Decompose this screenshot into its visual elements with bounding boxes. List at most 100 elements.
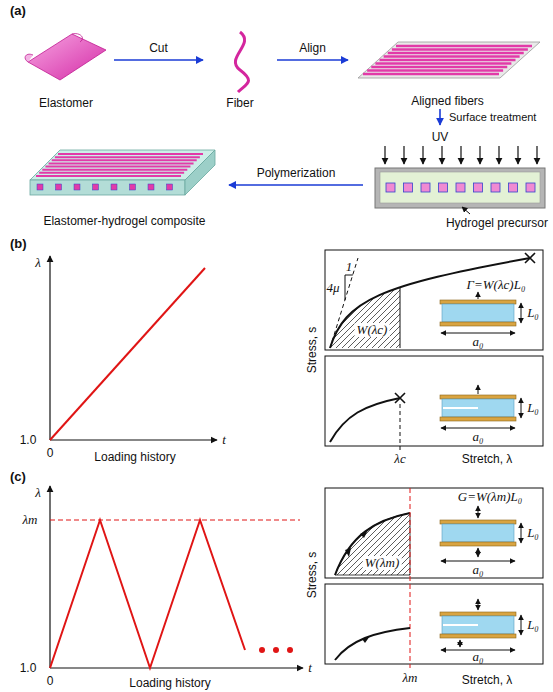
uv-arrows bbox=[498, 146, 499, 164]
aligned-fibers bbox=[363, 73, 499, 75]
process-step: Elastomer bbox=[20, 26, 112, 110]
max-stretch-line bbox=[410, 488, 411, 668]
math-label: a₀ bbox=[472, 335, 483, 349]
math-label: a₀ bbox=[472, 650, 483, 664]
process-arrow bbox=[277, 59, 348, 61]
uv-arrows bbox=[441, 146, 442, 164]
hydrogel-tray bbox=[375, 168, 545, 208]
math-label: λm bbox=[402, 671, 417, 685]
composite-slab bbox=[45, 166, 190, 168]
math-label: λ bbox=[35, 486, 41, 500]
panel-letter: (b) bbox=[10, 237, 27, 251]
inset-dimensions bbox=[460, 640, 461, 647]
math-label: L₀ bbox=[527, 401, 539, 415]
hydrogel-tray bbox=[456, 183, 465, 192]
composite-slab bbox=[52, 159, 197, 161]
math-label: a₀ bbox=[472, 563, 483, 577]
composite-slab bbox=[130, 184, 136, 190]
composite-slab bbox=[30, 180, 185, 195]
composite-slab bbox=[42, 169, 187, 171]
math-label: W(λm) bbox=[363, 556, 402, 570]
math-label: λm bbox=[22, 513, 37, 527]
inset-dimensions bbox=[521, 303, 522, 323]
axis-label: 1.0 bbox=[20, 661, 37, 675]
composite-slab bbox=[111, 184, 117, 190]
hydrogel-tray bbox=[380, 172, 540, 203]
slope-triangle bbox=[345, 275, 353, 300]
math-label: G=W(λm)L₀ bbox=[458, 490, 522, 504]
hydrogel-tray bbox=[439, 183, 448, 192]
elastomer-sheet bbox=[72, 34, 82, 42]
math-label: 1 bbox=[346, 260, 353, 274]
axis-label: Stretch, λ bbox=[462, 452, 513, 466]
composite-slab bbox=[36, 175, 181, 177]
aligned-fibers bbox=[375, 62, 511, 64]
axis-label: Stretch, λ bbox=[462, 673, 513, 687]
step-action: Polymerization bbox=[256, 166, 337, 180]
composite-slab bbox=[49, 162, 194, 164]
curve-arrow bbox=[362, 636, 370, 643]
critical-stretch-line bbox=[400, 404, 401, 450]
aligned-fibers bbox=[384, 55, 520, 57]
sample-inset bbox=[440, 395, 516, 421]
hatched-area bbox=[330, 258, 400, 348]
stress-curve bbox=[335, 513, 410, 575]
axis-label: 0 bbox=[47, 446, 54, 460]
aligned-fibers bbox=[358, 42, 540, 78]
hatch-boundary bbox=[400, 287, 401, 348]
step-label: Elastomer bbox=[39, 96, 93, 110]
panel-letter: (c) bbox=[10, 470, 26, 484]
uv-arrows bbox=[384, 146, 385, 164]
composite-slab bbox=[58, 153, 203, 155]
stress-plot-frame bbox=[325, 250, 543, 350]
process-step: Elastomer-hydrogel composite bbox=[22, 140, 227, 228]
continuation-dots bbox=[259, 647, 293, 653]
loading-plot bbox=[49, 256, 50, 440]
step-label: Elastomer-hydrogel composite bbox=[43, 214, 205, 228]
process-arrow bbox=[229, 184, 363, 186]
aligned-fibers bbox=[392, 48, 528, 50]
uv-arrows bbox=[422, 146, 423, 164]
inset-dimensions bbox=[441, 506, 521, 561]
stress-plot-frame bbox=[325, 488, 543, 664]
axis-label: 1.0 bbox=[20, 433, 37, 447]
uv-arrows bbox=[460, 146, 461, 164]
aligned-fibers bbox=[367, 69, 503, 71]
crack bbox=[443, 407, 478, 409]
axis-label: Loading history bbox=[94, 450, 175, 464]
math-label: L₀ bbox=[527, 618, 539, 632]
cyclic-loading bbox=[50, 520, 245, 668]
math-label: Γ=W(λc)L₀ bbox=[467, 278, 526, 292]
inset-dimensions bbox=[478, 292, 479, 299]
aligned-fibers bbox=[371, 66, 507, 68]
hydrogel-tray bbox=[474, 183, 483, 192]
composite-slab bbox=[148, 184, 154, 190]
composite-slab bbox=[30, 150, 215, 195]
aligned-fibers bbox=[358, 42, 540, 78]
inset-dimensions bbox=[521, 523, 522, 543]
sample-inset bbox=[440, 612, 516, 638]
axis-label: Stress, s bbox=[305, 327, 319, 374]
hydrogel-tray bbox=[526, 183, 535, 192]
panel-letter: (a) bbox=[10, 4, 26, 18]
step-label: Aligned fibers bbox=[411, 94, 484, 108]
process-arrow bbox=[439, 109, 441, 125]
inset-dimensions bbox=[521, 398, 522, 418]
uv-arrows bbox=[385, 146, 537, 164]
step-action: Align bbox=[298, 41, 327, 55]
hydrogel-tray bbox=[491, 183, 500, 192]
continuation-dots bbox=[287, 647, 293, 653]
hydrogel-tray bbox=[509, 183, 518, 192]
loading-plot bbox=[49, 486, 50, 668]
elastomer-sheet bbox=[25, 34, 106, 80]
stress-curve bbox=[330, 398, 400, 442]
inset-dimensions bbox=[478, 548, 479, 557]
inset-dimensions bbox=[441, 333, 515, 334]
math-label: t bbox=[308, 661, 312, 675]
continuation-dots bbox=[273, 647, 279, 653]
fiber-strand bbox=[235, 32, 248, 92]
composite-slab bbox=[56, 184, 62, 190]
composite-slab bbox=[55, 156, 200, 158]
math-label: W(λc) bbox=[355, 323, 390, 337]
